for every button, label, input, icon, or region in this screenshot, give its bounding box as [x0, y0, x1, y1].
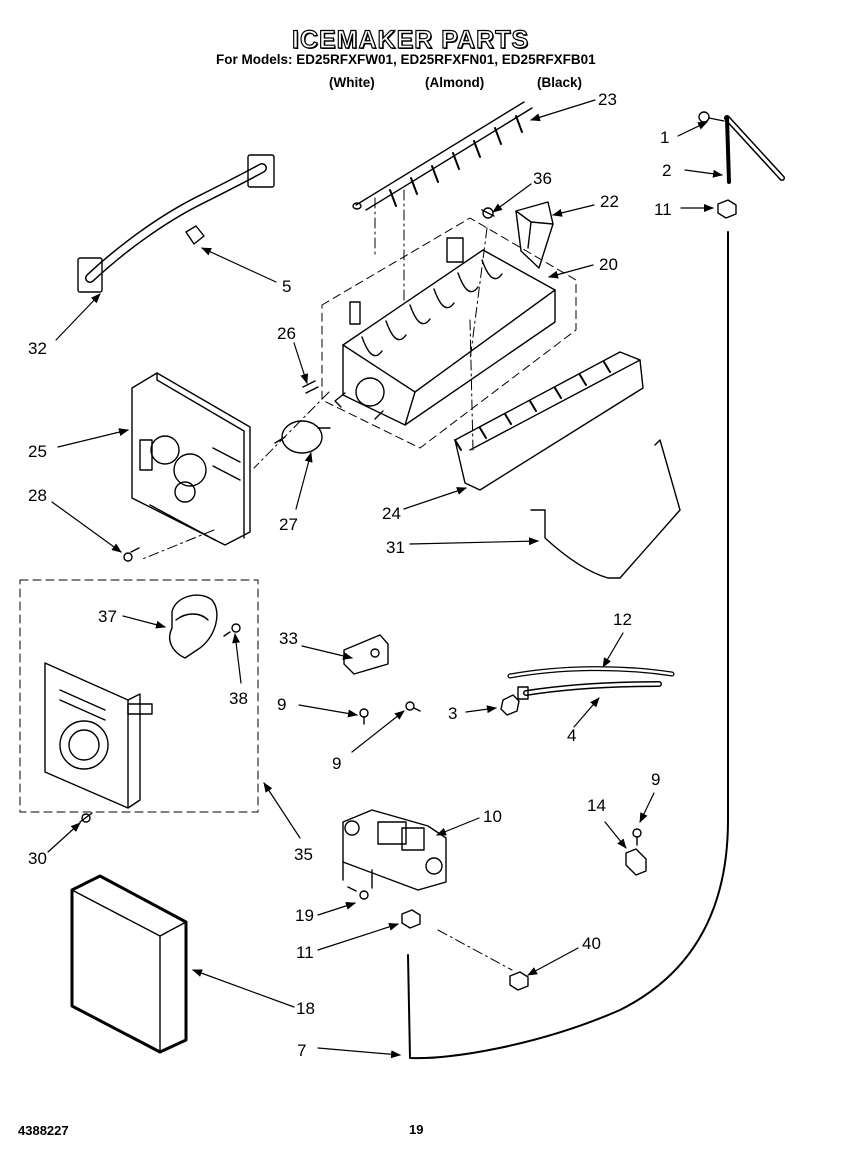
callout-11-top: 11 — [654, 200, 672, 219]
screw-1 — [698, 111, 725, 123]
clamp-5 — [185, 225, 205, 245]
callout-19: 19 — [295, 906, 314, 925]
screw-19 — [347, 886, 369, 900]
screws-9 — [359, 701, 642, 846]
fill-tube-2 — [724, 115, 785, 184]
leader-lines — [47, 99, 723, 1059]
module-board-35 — [44, 662, 153, 809]
motor-37 — [168, 594, 218, 659]
callout-35: 35 — [294, 845, 313, 864]
mold-outline — [321, 217, 577, 449]
version-black: (Black) — [537, 75, 583, 90]
callout-18: 18 — [296, 999, 315, 1018]
tube-4 — [517, 681, 662, 700]
callout-38: 38 — [229, 689, 248, 708]
callout-1: 1 — [660, 128, 670, 147]
callout-10: 10 — [483, 807, 502, 826]
stripper-24 — [454, 351, 644, 491]
callout-20: 20 — [599, 255, 618, 274]
callout-4: 4 — [567, 726, 577, 745]
callout-37: 37 — [98, 607, 117, 626]
callout-33: 33 — [279, 629, 298, 648]
callout-36: 36 — [533, 169, 552, 188]
callout-9-b: 9 — [332, 754, 342, 773]
callout-28: 28 — [28, 486, 47, 505]
callout-9-a: 9 — [277, 695, 287, 714]
callout-23: 23 — [598, 90, 617, 109]
screw-30 — [79, 812, 93, 823]
module-box-35 — [19, 579, 259, 813]
callout-3: 3 — [448, 704, 458, 723]
callout-40: 40 — [582, 934, 601, 953]
callout-5: 5 — [282, 277, 292, 296]
callout-31: 31 — [386, 538, 405, 557]
screw-28 — [123, 547, 140, 562]
motor-26-27 — [274, 380, 331, 454]
version-white: (White) — [329, 75, 375, 90]
screw-36 — [481, 207, 495, 219]
control-housing-25 — [131, 372, 251, 546]
callout-9-c: 9 — [651, 770, 661, 789]
ice-mold-20 — [334, 237, 556, 426]
nut-3 — [500, 694, 520, 716]
callout-12: 12 — [613, 610, 632, 629]
callout-30: 30 — [28, 849, 47, 868]
document-number: 4388227 — [18, 1123, 69, 1138]
callout-2: 2 — [662, 161, 672, 180]
callout-11-lower: 11 — [296, 943, 314, 962]
wire-harness-32 — [77, 154, 275, 293]
bracket-33 — [343, 634, 389, 675]
clip-14 — [625, 848, 647, 876]
nut-11-lower — [401, 909, 421, 929]
ejector-blade — [352, 101, 533, 211]
water-valve-10 — [342, 809, 447, 891]
nut-11-top — [717, 199, 737, 219]
screw-38 — [223, 623, 241, 637]
callout-14: 14 — [587, 796, 606, 815]
page-number: 19 — [409, 1122, 424, 1137]
callout-24: 24 — [382, 504, 401, 523]
construction-lines — [139, 189, 513, 971]
shutoff-arm-31 — [530, 439, 681, 579]
cover-18 — [70, 874, 188, 1054]
callout-25: 25 — [28, 442, 47, 461]
models-line: For Models: ED25RFXFW01, ED25RFXFN01, ED… — [216, 52, 596, 67]
callout-32: 32 — [28, 339, 47, 358]
version-almond: (Almond) — [425, 75, 485, 90]
callout-22: 22 — [600, 192, 619, 211]
callout-26: 26 — [277, 324, 296, 343]
diagram-title: ICEMAKER PARTS — [291, 25, 530, 54]
fill-cup-22 — [515, 201, 554, 269]
callout-27: 27 — [279, 515, 298, 534]
callout-7: 7 — [297, 1041, 307, 1060]
nut-40 — [509, 971, 529, 991]
water-tube-7 — [407, 231, 729, 1060]
tube-12 — [507, 666, 675, 679]
